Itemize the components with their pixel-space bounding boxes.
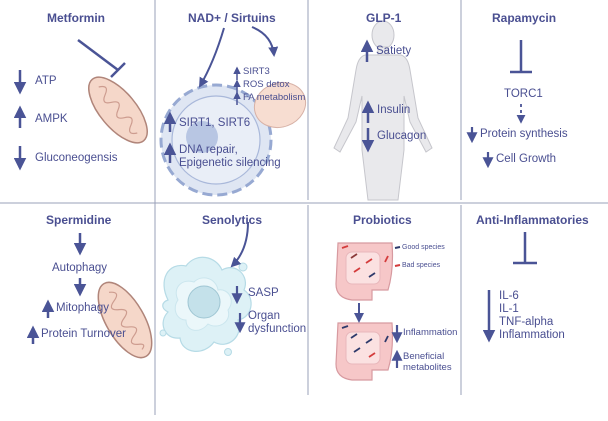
intestine-icon (335, 242, 394, 301)
label-il6: IL-6 (499, 290, 519, 302)
label-metabolites: metabolites (403, 362, 452, 373)
mitochondrion-icon (97, 281, 153, 359)
label-organ: Organ (248, 310, 280, 322)
panel-title-anti-inflammatories: Anti-Inflammatories (476, 213, 589, 227)
label-tnf-alpha: TNF-alpha (499, 316, 554, 328)
label-gluconeogenesis: Gluconeogensis (35, 152, 118, 164)
label-protein-turnover: Protein Turnover (41, 328, 127, 340)
label-insulin: Insulin (377, 104, 411, 116)
label-ampk: AMPK (35, 113, 68, 125)
panel-title-spermidine: Spermidine (46, 213, 112, 227)
panel-title-metformin: Metformin (47, 11, 105, 25)
antiinflam-graphics (482, 232, 537, 343)
label-glucagon: Glucagon (377, 130, 427, 142)
label-satiety: Satiety (376, 45, 412, 57)
probiotics-graphics (335, 242, 403, 381)
panel-title-senolytics: Senolytics (202, 213, 263, 227)
legend-good-swatch (394, 246, 401, 249)
label-beneficial: Beneficial (403, 351, 445, 362)
legend-bad-species: Bad species (402, 262, 441, 269)
label-sasp: SASP (248, 287, 279, 299)
label-torc1: TORC1 (504, 88, 543, 100)
nad-graphics (159, 26, 307, 197)
panel-title-probiotics: Probiotics (353, 213, 412, 227)
glp1-graphics (333, 20, 433, 201)
panel-title-nad: NAD+ / Sirtuins (188, 11, 276, 25)
legend-good-species: Good species (402, 244, 445, 251)
legend-bad-swatch (394, 264, 401, 267)
curved-arrow-icon (230, 221, 249, 268)
label-il1: IL-1 (499, 303, 519, 315)
label-ros-detox: ROS detox (243, 79, 290, 90)
panel-title-rapamycin: Rapamycin (492, 11, 557, 25)
metformin-graphics (13, 39, 148, 171)
label-cell-growth: Cell Growth (496, 153, 557, 165)
mitochondrion-icon (88, 76, 148, 144)
label-epigenetic-silencing: Epigenetic silencing (179, 157, 281, 169)
curved-arrow-icon (198, 27, 225, 88)
label-autophagy: Autophagy (52, 262, 107, 274)
label-protein-synthesis: Protein synthesis (480, 128, 568, 140)
label-atp: ATP (35, 75, 57, 87)
human-body-icon (333, 20, 433, 201)
nucleus-cell-icon (159, 83, 273, 197)
mitochondrion-icon (253, 81, 307, 129)
label-dna-repair: DNA repair, (179, 144, 238, 156)
label-inflammation: Inflammation (403, 327, 458, 338)
curved-arrow-icon (251, 26, 279, 57)
label-sirt3: SIRT3 (243, 66, 270, 77)
label-inflammation-anti: Inflammation (499, 329, 565, 341)
label-fa-metabolism: FA metabolism (243, 92, 306, 103)
intestine-icon (335, 322, 394, 381)
label-dysfunction: dysfunction (248, 323, 307, 335)
inhibition-line-icon (77, 39, 119, 71)
label-sirt1-sirt6: SIRT1, SIRT6 (179, 117, 251, 129)
senolytics-graphics (159, 221, 252, 356)
panel-title-glp1: GLP-1 (366, 11, 402, 25)
rapamycin-graphics (466, 40, 532, 169)
spermidine-graphics (26, 233, 153, 359)
label-mitophagy: Mitophagy (56, 302, 110, 314)
